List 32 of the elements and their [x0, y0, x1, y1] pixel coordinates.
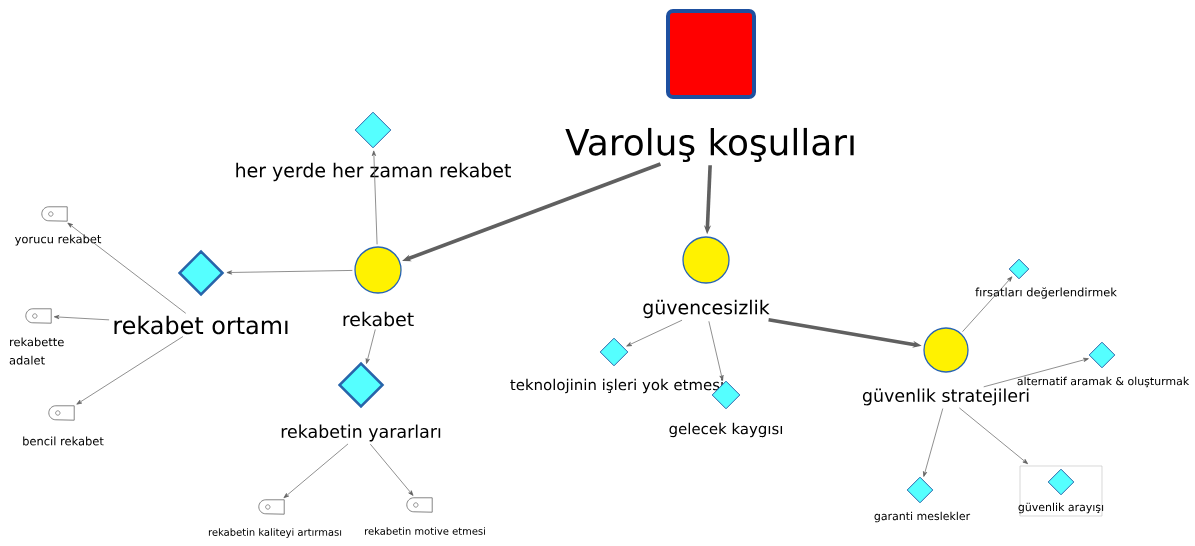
arrow: [708, 320, 724, 381]
arrow: [226, 270, 353, 275]
arrow: [983, 357, 1089, 388]
arrow: [369, 443, 414, 496]
arrow: [923, 408, 944, 477]
arrow: [371, 150, 378, 245]
arrow: [626, 319, 683, 347]
node-label: yorucu rekabet: [15, 234, 102, 246]
node-label: teknolojinin işleri yok etmesi: [510, 378, 723, 394]
arrow: [53, 315, 110, 321]
node-label: fırsatları değerlendirmek: [975, 287, 1117, 299]
arrow: [67, 222, 187, 314]
arrow: [365, 329, 376, 364]
arrow: [959, 407, 1028, 465]
node-label: rekabet ortamı: [114, 315, 288, 335]
node-label: rekabetin yararları: [281, 424, 441, 442]
node-label: Varoluş koşulları: [565, 127, 854, 163]
node-label: bencil rekabet: [23, 436, 104, 446]
node-label: güvenlik arayışı: [1018, 502, 1104, 514]
arrow: [76, 336, 184, 405]
node-label: rekabet: [343, 311, 414, 327]
node-label: rekabette adalet: [9, 337, 64, 365]
node-label: gelecek kaygısı: [669, 422, 782, 438]
node-label: güvenlik stratejileri: [862, 388, 1029, 406]
node-label: alternatif aramak & oluşturmak: [1017, 376, 1190, 388]
node-label: güvencesizlik: [643, 299, 770, 319]
node-label: rekabetin kaliteyi artırması: [208, 528, 342, 538]
node-label: her yerde her zaman rekabet: [236, 162, 511, 182]
arrow: [283, 443, 349, 499]
arrow: [962, 276, 1013, 333]
node-label: garanti meslekler: [874, 511, 971, 523]
node-label: rekabetin motive etmesi: [365, 527, 485, 535]
